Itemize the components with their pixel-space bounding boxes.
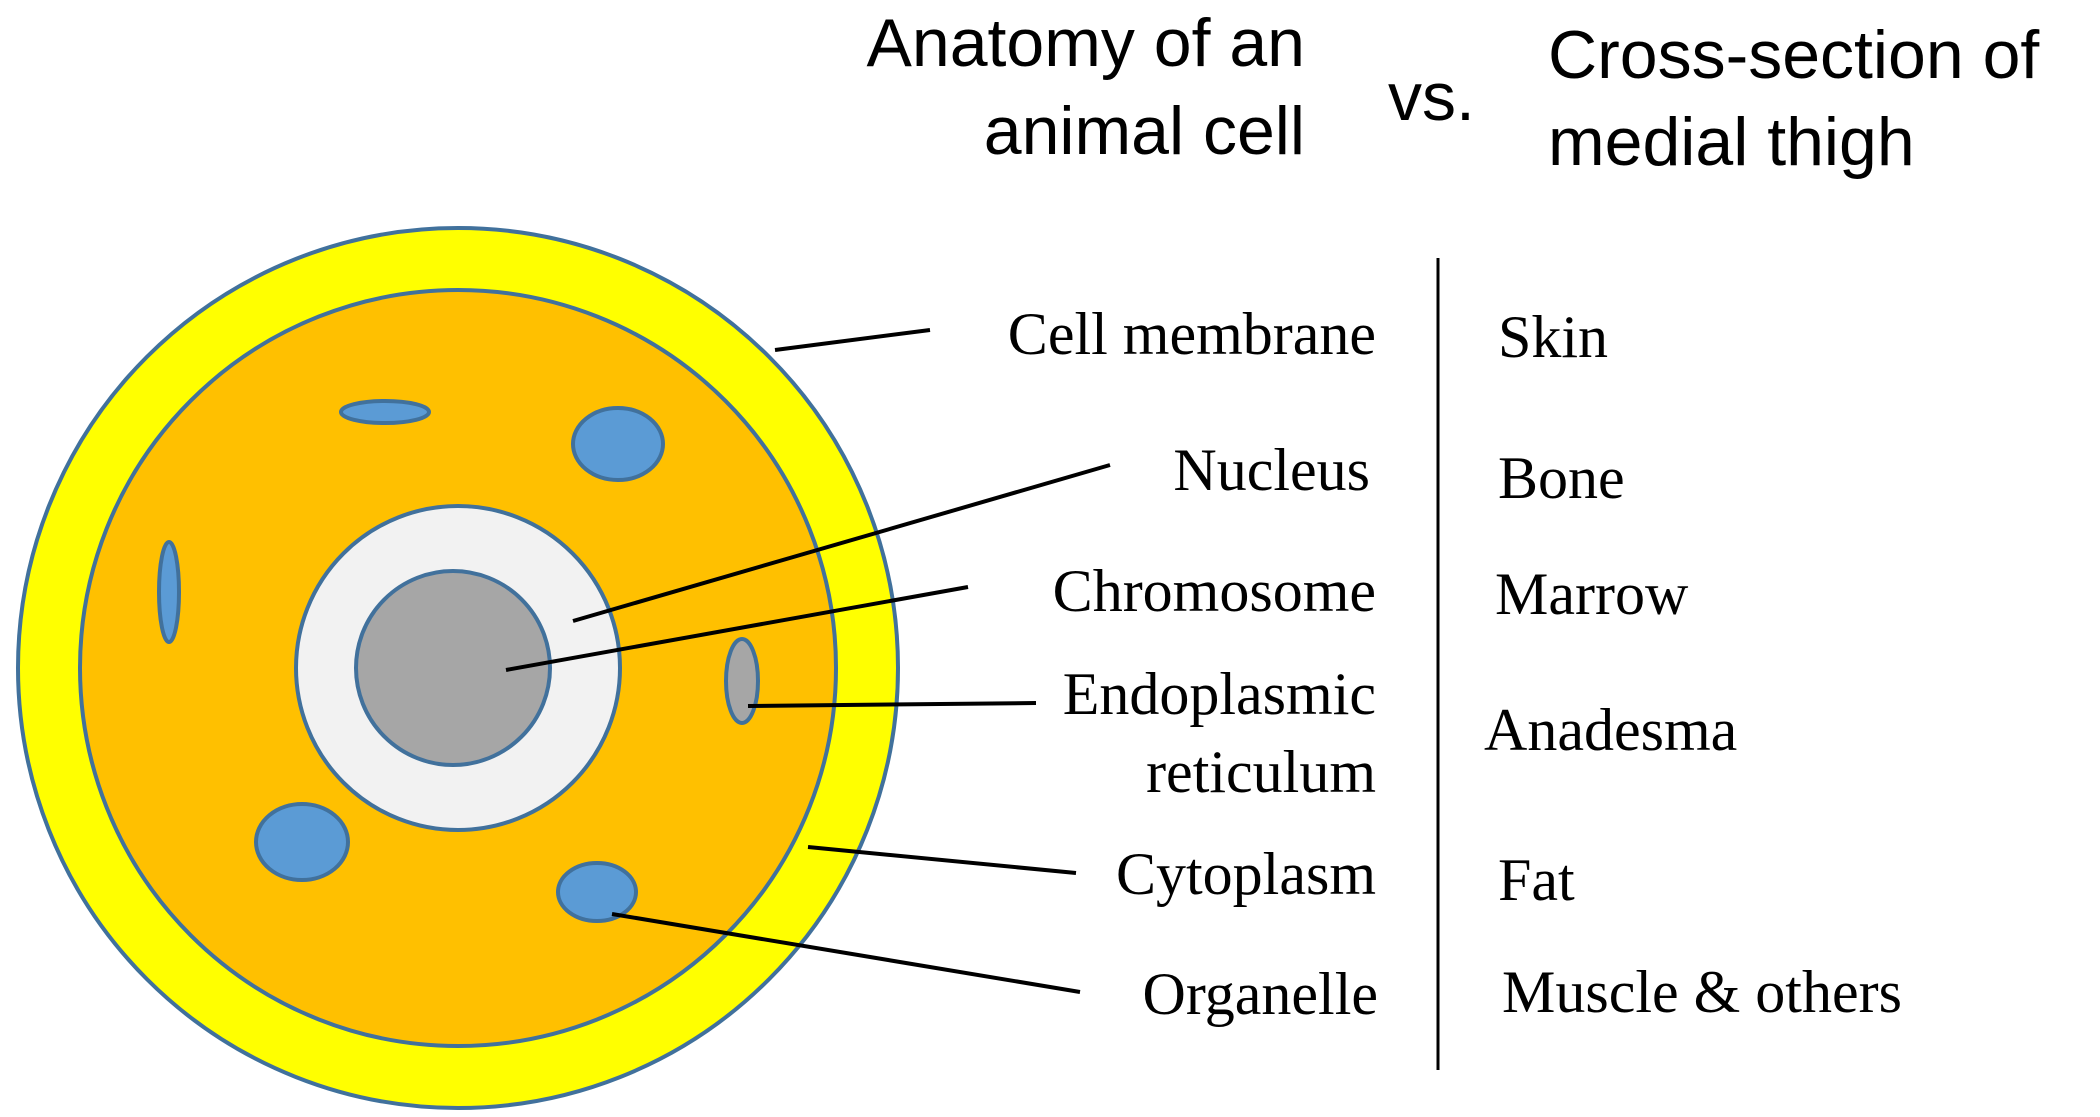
leader-line-cell-membrane: [774, 328, 931, 352]
label-fat: Fat: [1498, 847, 1575, 913]
label-skin: Skin: [1498, 304, 1608, 370]
leader-line-cytoplasm: [807, 845, 1077, 875]
label-chromosome: Chromosome: [1053, 558, 1376, 624]
right-title-line1: Cross-section of: [1548, 17, 2039, 93]
left-title-line1: Anatomy of an: [867, 5, 1305, 81]
label-organelle: Organelle: [1143, 961, 1378, 1027]
organelle: [556, 861, 638, 923]
organelle: [571, 406, 665, 482]
leader-line-nucleus: [572, 463, 1111, 623]
organelle: [339, 399, 431, 425]
organelle: [157, 540, 181, 644]
versus-label: vs.: [1388, 59, 1475, 135]
label-endoplasmic-line2: reticulum: [1146, 739, 1376, 805]
label-bone: Bone: [1498, 445, 1625, 511]
endoplasmic-reticulum: [724, 637, 760, 725]
chromosome: [354, 569, 552, 767]
left-title-line2: animal cell: [984, 93, 1305, 169]
leader-line-endoplasmic-reticulum: [747, 701, 1037, 708]
label-endoplasmic-line1: Endoplasmic: [1063, 661, 1376, 727]
leader-line-organelle: [611, 912, 1081, 994]
label-marrow: Marrow: [1495, 561, 1689, 627]
right-title-line2: medial thigh: [1548, 104, 1915, 180]
label-cell-membrane: Cell membrane: [1008, 301, 1376, 367]
organelle: [254, 802, 350, 882]
label-anadesma: Anadesma: [1484, 697, 1737, 763]
label-nucleus: Nucleus: [1173, 437, 1370, 503]
label-muscle-others: Muscle & others: [1502, 959, 1902, 1025]
leader-line-chromosome: [505, 585, 969, 672]
label-cytoplasm: Cytoplasm: [1116, 841, 1376, 907]
